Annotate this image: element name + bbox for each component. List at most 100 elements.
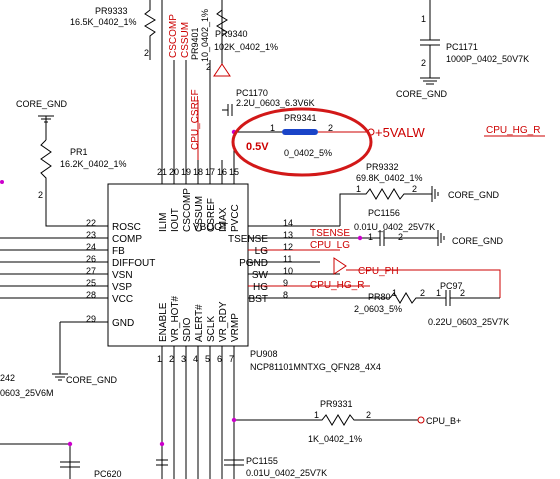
pr9331-pin1: 1 bbox=[314, 410, 319, 420]
capacitor-pc1156: PC1156 0.01U_0402_25V7K 1 2 bbox=[354, 208, 438, 246]
pc1171-ref: PC1171 bbox=[446, 42, 478, 52]
right-pin-num-12: 12 bbox=[283, 242, 293, 252]
junction-dot-vrmp bbox=[231, 417, 237, 423]
resistor-pr1: PR1 16.2K_0402_1% 2 bbox=[38, 139, 127, 227]
net-tsense: TSENSE bbox=[310, 228, 350, 239]
capacitor-pc1170: PC1170 2.2U_0603_6.3V6K bbox=[222, 88, 315, 116]
left-pin-vcc: VCC bbox=[112, 294, 133, 305]
bottom-pin-num-7: 7 bbox=[229, 354, 234, 364]
pc1170-value: 2.2U_0603_6.3V6K bbox=[236, 98, 315, 108]
ic-part-number: NCP81101MNTXG_QFN28_4X4 bbox=[250, 362, 381, 372]
pc1156-pin1: 1 bbox=[368, 232, 373, 242]
right-pin-num-13: 13 bbox=[283, 230, 293, 240]
top-pin-num-16: 16 bbox=[217, 167, 227, 177]
left-pin-comp: COMP bbox=[112, 234, 142, 245]
pr9332-value: 69.8K_0402_1% bbox=[356, 173, 423, 183]
bottom-pin-enable: ENABLE bbox=[158, 302, 169, 342]
pc1155-value: 0.01U_0402_25V7K bbox=[246, 468, 327, 478]
pc97-pin2: 2 bbox=[460, 288, 465, 298]
right-pin-sw: SW bbox=[252, 270, 269, 281]
pr9401-value: 10_0402_1% bbox=[200, 9, 210, 62]
pr9332-pin2: 2 bbox=[412, 184, 417, 194]
pc1170-ref: PC1170 bbox=[236, 88, 268, 98]
left-pin-rosc: ROSC bbox=[112, 222, 141, 233]
bottom-pin-alert: ALERT# bbox=[194, 304, 205, 342]
capacitor-pc1171: PC1171 1000P_0402_50V7K 1 2 bbox=[420, 0, 529, 78]
pr9332-pin1: 1 bbox=[356, 184, 361, 194]
net-core-gnd-ic: CORE_GND bbox=[66, 375, 118, 385]
pr9332-ref: PR9332 bbox=[366, 162, 399, 172]
right-pin-tsense: TSENSE bbox=[228, 234, 268, 245]
pr9331-ref: PR9331 bbox=[320, 399, 353, 409]
pr9331-pin2: 2 bbox=[366, 410, 371, 420]
net-core-gnd-pr9332: CORE_GND bbox=[448, 190, 500, 200]
right-pin-pgnd: PGND bbox=[239, 258, 268, 269]
pc1171-value: 1000P_0402_50V7K bbox=[446, 54, 529, 64]
net-core-gnd-left: CORE_GND bbox=[16, 99, 68, 109]
top-pin-num-21: 21 bbox=[157, 167, 167, 177]
top-pin-num-15: 15 bbox=[229, 167, 239, 177]
right-pin-bst: BST bbox=[249, 294, 268, 305]
triangle-marker bbox=[213, 63, 231, 77]
top-pin-ilim: ILIM bbox=[158, 213, 169, 232]
pr1-pin2: 2 bbox=[38, 190, 43, 200]
net-cscomp: CSCOMP bbox=[168, 14, 179, 58]
bottom-pin-vr-rdy: VR_RDY bbox=[218, 301, 229, 342]
pc97-ref: PC97 bbox=[440, 281, 463, 291]
pr1-value: 16.2K_0402_1% bbox=[60, 159, 127, 169]
net-5valw: +5VALW bbox=[375, 125, 425, 140]
pr1-ref: PR1 bbox=[70, 147, 88, 157]
net-cssum: CSSUM bbox=[180, 22, 191, 58]
net-cpu-lg: CPU_LG bbox=[310, 240, 350, 251]
pc1156-pin2: 2 bbox=[398, 232, 403, 242]
ic-right-pins: 14 13 12 11 10 9 8 VBOOT TSENSE LG PGND … bbox=[193, 218, 390, 305]
pr9333-value: 16.5K_0402_1% bbox=[70, 17, 137, 27]
pr9341-body bbox=[282, 129, 318, 135]
top-pin-pvcc: PVCC bbox=[230, 204, 241, 232]
left-pin-diffout: DIFFOUT bbox=[112, 258, 155, 269]
bottom-pin-sdio: SDIO bbox=[182, 317, 193, 342]
ic-left-pins: 22 23 24 26 27 25 28 29 ROSC COMP FB DIF… bbox=[0, 218, 155, 374]
bottom-pin-num-5: 5 bbox=[205, 354, 210, 364]
ic-top-pins: 21 20 19 18 17 16 15 ILIM IOUT CSCOMP CS… bbox=[157, 160, 241, 232]
left-pin-num-28: 28 bbox=[86, 290, 96, 300]
right-pin-num-10: 10 bbox=[283, 266, 293, 276]
resistor-pr9333: PR9333 16.5K_0402_1% 2 bbox=[70, 0, 156, 60]
bottom-pin-num-4: 4 bbox=[193, 354, 198, 364]
right-pin-num-14: 14 bbox=[283, 218, 293, 228]
pr9341-pin1: 1 bbox=[270, 123, 275, 133]
top-pin-cscomp: CSCOMP bbox=[182, 188, 193, 232]
pc1156-value: 0.01U_0402_25V7K bbox=[354, 222, 435, 232]
pc1156-ref: PC1156 bbox=[368, 208, 400, 218]
cpu-bplus-port bbox=[417, 416, 425, 424]
top-pin-csref: CSREF bbox=[206, 198, 217, 232]
resistor-pr80: PR80 2_0603_5% 1 2 bbox=[354, 288, 428, 314]
pc1171-pin1: 1 bbox=[421, 14, 426, 24]
top-pin-num-18: 18 bbox=[193, 167, 203, 177]
pr80-value: 2_0603_5% bbox=[354, 304, 402, 314]
top-pin-imax: IMAX bbox=[218, 207, 229, 232]
bottom-pin-num-2: 2 bbox=[169, 354, 174, 364]
left-pin-num-29: 29 bbox=[86, 314, 96, 324]
c242-value: 0603_25V6M bbox=[0, 388, 54, 398]
bottom-pin-num-1: 1 bbox=[157, 354, 162, 364]
pr9340-ref: PR9340 bbox=[215, 29, 248, 39]
right-pin-num-8: 8 bbox=[283, 290, 288, 300]
ic-pu908-body bbox=[107, 183, 249, 347]
left-pin-gnd: GND bbox=[112, 318, 134, 329]
net-cpu-hg-r-top: CPU_HG_R bbox=[486, 125, 540, 136]
pr9341-pin2: 2 bbox=[328, 123, 333, 133]
resistor-pr9341: PR9341 1 2 0_0402_5% bbox=[262, 113, 368, 158]
top-pin-num-19: 19 bbox=[181, 167, 191, 177]
pr80-pin1: 1 bbox=[392, 288, 397, 298]
pc97-value: 0.22U_0603_25V7K bbox=[428, 317, 509, 327]
right-pin-hg: HG bbox=[253, 282, 268, 293]
bottom-pin-vr-hot: VR_HOT# bbox=[170, 295, 181, 342]
top-pin-iout: IOUT bbox=[170, 208, 181, 232]
pr80-ref: PR80 bbox=[368, 292, 391, 302]
pgnd-arrow bbox=[333, 257, 347, 275]
junction-dot-enable bbox=[159, 441, 165, 447]
junction-dot-left bbox=[0, 180, 4, 184]
net-core-gnd-pc1156: CORE_GND bbox=[452, 236, 504, 246]
